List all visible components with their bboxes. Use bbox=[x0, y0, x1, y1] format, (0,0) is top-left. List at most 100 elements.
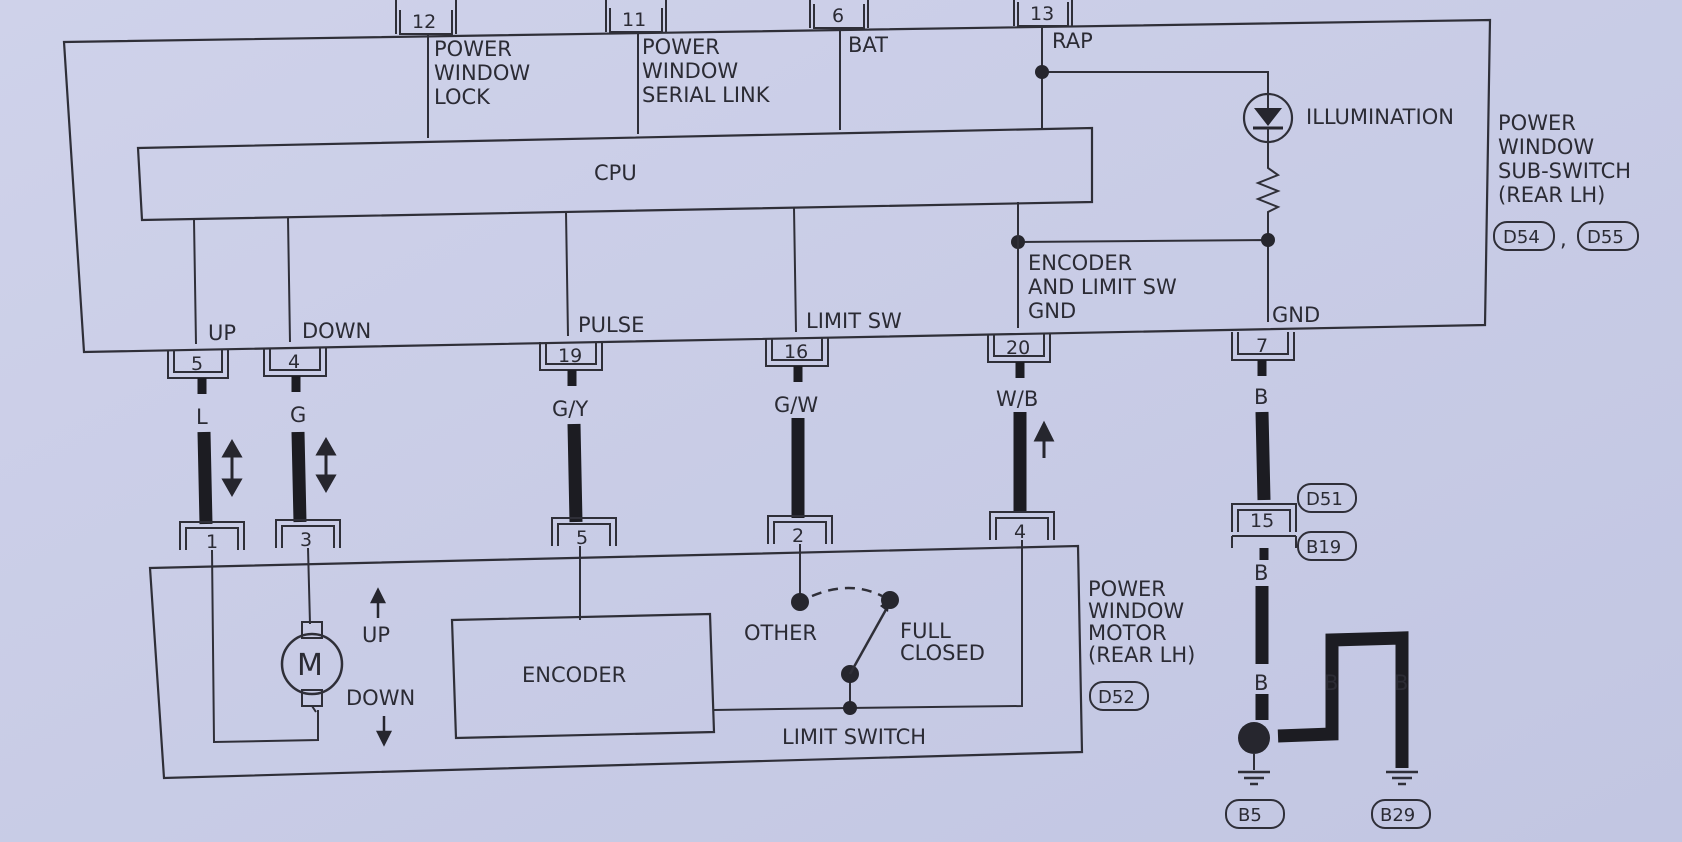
motor-up-arrow-icon bbox=[369, 587, 387, 618]
wire-color-gy: G/Y bbox=[552, 397, 588, 421]
wire-color-b-jumper-2: B bbox=[1394, 671, 1408, 695]
gnd-junction-dot-right bbox=[1261, 233, 1275, 247]
led-icon bbox=[1242, 92, 1294, 144]
serial-link-label-1: POWER bbox=[642, 35, 720, 59]
svg-text:B19: B19 bbox=[1306, 537, 1341, 558]
svg-text:D51: D51 bbox=[1306, 489, 1343, 510]
svg-text:11: 11 bbox=[622, 9, 646, 31]
svg-text:5: 5 bbox=[576, 527, 588, 549]
ground-icon-b29 bbox=[1386, 770, 1418, 786]
power-window-lock-label-2: WINDOW bbox=[434, 61, 530, 85]
motor-icon: M bbox=[280, 621, 344, 713]
connector-ref-d52: D52 bbox=[1089, 681, 1149, 711]
motor-internal-wires bbox=[211, 540, 1023, 744]
sub-switch-title-2: WINDOW bbox=[1498, 135, 1594, 159]
svg-text:19: 19 bbox=[558, 345, 582, 367]
wire-color-gw: G/W bbox=[774, 393, 818, 417]
wire-color-wb: W/B bbox=[996, 387, 1038, 411]
connector-ref-b19: B19 bbox=[1297, 531, 1357, 561]
harness-wires bbox=[197, 411, 1271, 525]
wire-color-b-lower: B bbox=[1254, 671, 1268, 695]
illumination-label: ILLUMINATION bbox=[1306, 105, 1454, 129]
limit-switch-icon bbox=[791, 586, 899, 715]
ref-separator: , bbox=[1560, 227, 1567, 251]
connector-ref-d55: D55 bbox=[1577, 221, 1639, 251]
motor-title-4: (REAR LH) bbox=[1088, 643, 1195, 667]
svg-text:D54: D54 bbox=[1503, 227, 1540, 248]
motor-title-2: WINDOW bbox=[1088, 599, 1184, 623]
wire-color-b-middle: B bbox=[1254, 561, 1268, 585]
svg-text:6: 6 bbox=[832, 5, 844, 27]
ground-icon-b5 bbox=[1238, 770, 1270, 786]
rap-junction-dot bbox=[1035, 65, 1049, 79]
connector-ref-d54: D54 bbox=[1493, 221, 1555, 251]
svg-text:13: 13 bbox=[1030, 3, 1054, 25]
wire-color-b-jumper-1: B bbox=[1324, 671, 1338, 695]
svg-text:3: 3 bbox=[300, 529, 312, 551]
limit-switch-label: LIMIT SWITCH bbox=[782, 725, 926, 749]
cpu-label: CPU bbox=[594, 161, 637, 185]
svg-text:7: 7 bbox=[1256, 335, 1268, 357]
motor-title-3: MOTOR bbox=[1088, 621, 1167, 645]
encoder-block bbox=[450, 612, 716, 740]
up-signal-label: UP bbox=[208, 321, 236, 345]
bidirectional-arrow-icon-1 bbox=[221, 438, 243, 498]
power-window-lock-label-3: LOCK bbox=[434, 85, 491, 109]
connector-pin-4-lower: 4 bbox=[989, 511, 1055, 543]
svg-text:20: 20 bbox=[1006, 337, 1030, 359]
wire-color-b-upper: B bbox=[1254, 385, 1268, 409]
bat-label: BAT bbox=[848, 33, 888, 57]
top-connector-12: 12 bbox=[395, 0, 457, 35]
connector-pin-3-lower: 3 bbox=[275, 519, 341, 551]
wire-color-l: L bbox=[196, 405, 208, 429]
other-label: OTHER bbox=[744, 621, 817, 645]
motor-title-1: POWER bbox=[1088, 577, 1166, 601]
power-window-lock-label-1: POWER bbox=[434, 37, 512, 61]
sub-switch-title-4: (REAR LH) bbox=[1498, 183, 1605, 207]
wire-stubs-upper bbox=[197, 360, 1267, 394]
connector-ref-d51: D51 bbox=[1297, 483, 1357, 513]
down-signal-label: DOWN bbox=[302, 319, 371, 343]
pulse-signal-label: PULSE bbox=[578, 313, 644, 337]
encoder-gnd-label-3: GND bbox=[1028, 299, 1076, 323]
up-arrow-icon bbox=[1033, 420, 1055, 458]
serial-link-label-2: WINDOW bbox=[642, 59, 738, 83]
sub-switch-title-1: POWER bbox=[1498, 111, 1576, 135]
internal-bottom-wires bbox=[193, 202, 1019, 345]
top-connector-6: 6 bbox=[809, 0, 869, 29]
gnd-label: GND bbox=[1272, 303, 1320, 327]
svg-text:D55: D55 bbox=[1587, 227, 1624, 248]
svg-text:M: M bbox=[297, 648, 323, 683]
svg-text:D52: D52 bbox=[1098, 687, 1135, 708]
limit-sw-signal-label: LIMIT SW bbox=[806, 309, 902, 333]
motor-down-arrow-icon bbox=[375, 716, 393, 747]
cpu-block bbox=[136, 126, 1094, 222]
connector-pin-2-lower: 2 bbox=[767, 515, 833, 547]
full-closed-label-1: FULL bbox=[900, 619, 951, 643]
encoder-gnd-label-1: ENCODER bbox=[1028, 251, 1132, 275]
ground-splice-dot bbox=[1238, 722, 1270, 754]
motor-enclosure bbox=[148, 544, 1084, 780]
full-closed-label-2: CLOSED bbox=[900, 641, 985, 665]
wire-color-g: G bbox=[290, 403, 306, 427]
ground-jumper-wire bbox=[1277, 631, 1409, 768]
rap-label: RAP bbox=[1052, 29, 1093, 53]
top-connector-11: 11 bbox=[605, 0, 667, 33]
svg-text:1: 1 bbox=[206, 531, 218, 553]
svg-text:4: 4 bbox=[288, 351, 300, 373]
encoder-gnd-label-2: AND LIMIT SW bbox=[1028, 275, 1177, 299]
bidirectional-arrow-icon-2 bbox=[315, 436, 337, 494]
motor-down-label: DOWN bbox=[346, 686, 415, 710]
connector-pin-15: 15 bbox=[1231, 503, 1297, 548]
svg-text:15: 15 bbox=[1250, 510, 1274, 532]
sub-switch-enclosure bbox=[62, 18, 1492, 354]
connector-pin-5-lower: 5 bbox=[551, 517, 617, 549]
svg-text:B29: B29 bbox=[1380, 805, 1415, 826]
svg-text:B5: B5 bbox=[1238, 805, 1262, 826]
encoder-label: ENCODER bbox=[522, 663, 626, 687]
ground-ref-b5: B5 bbox=[1225, 799, 1285, 829]
motor-up-label: UP bbox=[362, 623, 390, 647]
svg-text:12: 12 bbox=[412, 11, 436, 33]
internal-top-wires bbox=[427, 26, 1043, 138]
